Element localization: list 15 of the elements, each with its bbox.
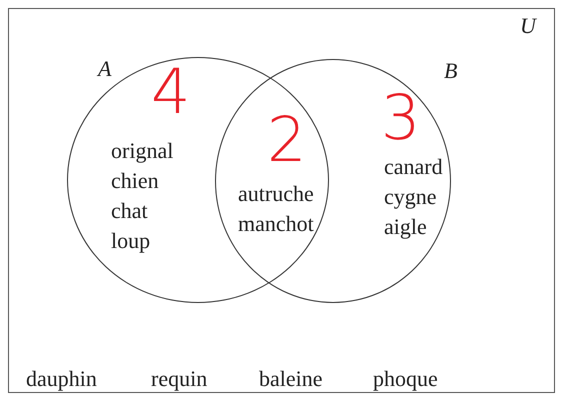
element-name: requin xyxy=(151,365,208,393)
element-list: autruche manchot xyxy=(238,179,314,239)
element-list: canard cygne aigle xyxy=(384,152,443,242)
element-name: phoque xyxy=(373,365,438,393)
handwritten-number: 4 xyxy=(151,59,190,125)
set-label: U xyxy=(520,13,536,39)
set-label: B xyxy=(444,58,458,84)
set-circle xyxy=(67,57,329,303)
element-list: orignal chien chat loup xyxy=(111,136,174,256)
element-name: dauphin xyxy=(26,365,97,393)
handwritten-number: 3 xyxy=(381,85,420,151)
handwritten-number: 2 xyxy=(267,107,306,173)
element-name: baleine xyxy=(259,365,323,393)
set-label: A xyxy=(98,56,112,82)
universe-rectangle xyxy=(8,8,555,393)
